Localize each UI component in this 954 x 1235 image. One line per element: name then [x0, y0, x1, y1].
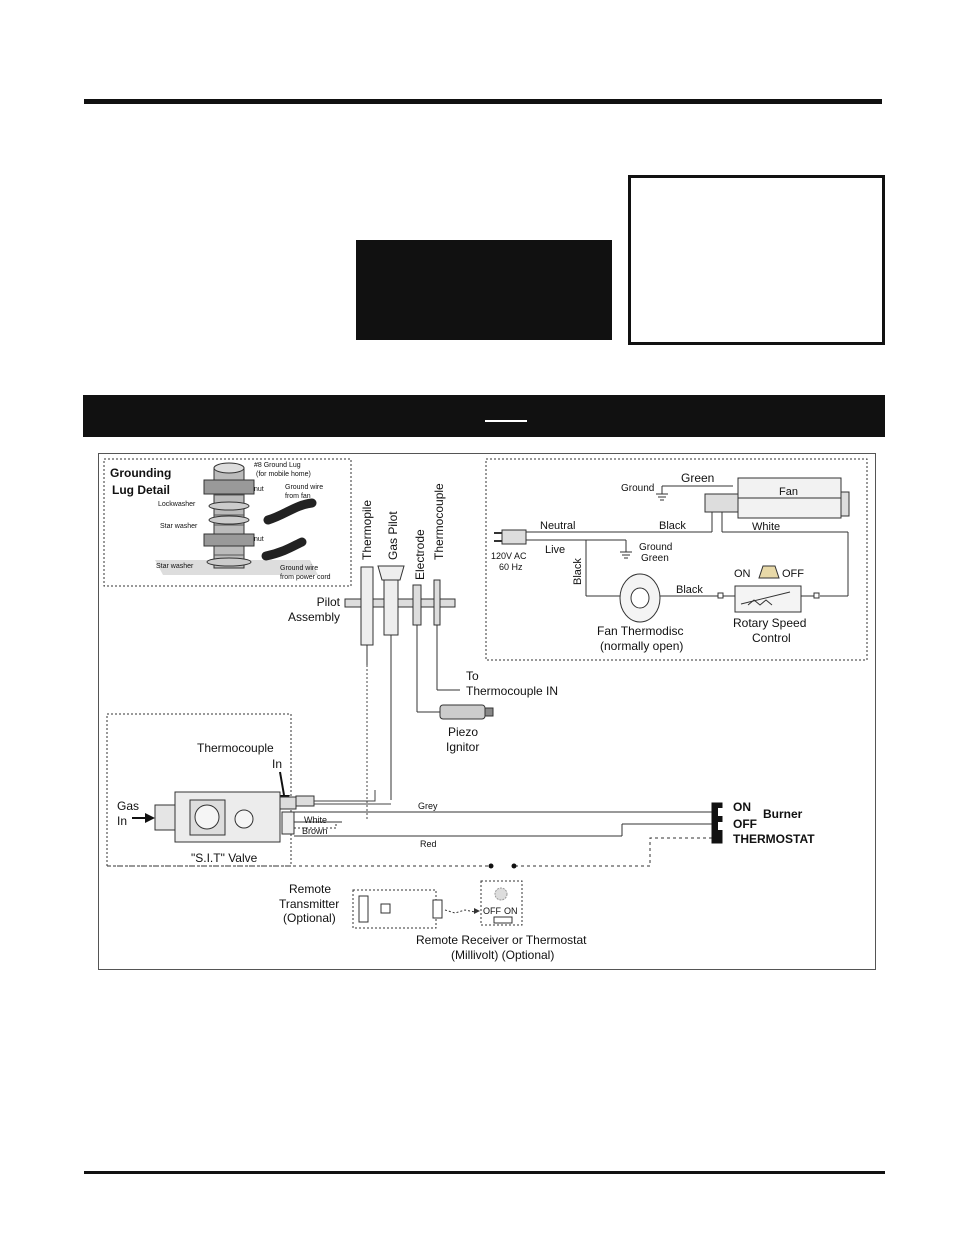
footer-rule — [84, 1171, 885, 1174]
rotary-speed-control — [734, 585, 802, 613]
gas-pilot — [383, 579, 399, 636]
valve-pilot-knob-icon — [234, 809, 254, 829]
pilot-assembly: Thermopile Gas Pilot Electrode Thermocou… — [288, 483, 558, 800]
sit-valve: Thermocouple In Gas In "S.I.T" Valve — [106, 713, 315, 867]
pilot-assembly-label-2: Assembly — [288, 610, 340, 624]
tc-in-label-1: Thermocouple — [197, 741, 274, 755]
grounding-lug-detail: Grounding Lug Detail #8 Ground Lug (for … — [103, 458, 352, 587]
fan-wiring: Green Ground Fan 120V AC 60 Hz Neutral B… — [485, 458, 868, 661]
star-washer-label-1: Star washer — [160, 523, 198, 530]
receiver-label-2: (Millivolt) (Optional) — [451, 948, 554, 962]
pilot-bracket — [344, 598, 456, 608]
electrode-label: Electrode — [413, 529, 427, 580]
red-label: Red — [420, 839, 437, 849]
thermopile-label: Thermopile — [360, 500, 374, 560]
nut-label-mid: nut — [254, 536, 264, 543]
live-label: Live — [545, 544, 565, 556]
valve-box — [106, 713, 292, 867]
wire-fan-label-2: from fan — [285, 493, 311, 500]
speed-on-label: ON — [734, 568, 751, 580]
ground-wire-cord — [261, 537, 307, 561]
switch-thermostat-label: THERMOSTAT — [733, 832, 815, 846]
switch-off-label: OFF — [733, 817, 757, 831]
white-label: White — [752, 521, 780, 533]
middle-nut — [203, 533, 255, 547]
remote-receiver — [480, 880, 523, 926]
grounding-title-1: Grounding — [110, 466, 171, 480]
receiver-off-label: OFF — [483, 906, 501, 916]
speed-off-label: OFF — [782, 568, 804, 580]
electrode — [412, 584, 422, 626]
fan-label: Fan — [779, 486, 798, 498]
black-top-label: Black — [659, 520, 686, 532]
top-nut — [203, 479, 255, 495]
thermocouple-label: Thermocouple — [432, 483, 446, 560]
lug-label-2: (for mobile home) — [256, 471, 311, 478]
ground-mid-label: Ground — [639, 542, 672, 553]
piezo-label-1: Piezo — [448, 725, 478, 739]
black-mid-label: Black — [676, 584, 703, 596]
speed-knob-icon — [758, 565, 780, 579]
note-box — [628, 175, 885, 345]
black-vertical-label: Black — [572, 558, 584, 585]
wire-fan-label-1: Ground wire — [285, 484, 323, 491]
power-plug — [501, 529, 527, 545]
valve-name-label: "S.I.T" Valve — [191, 851, 258, 865]
transmitter-label-1: Remote — [289, 882, 331, 896]
wire-cord-label-2: from power cord — [280, 574, 331, 581]
piezo-ignitor — [439, 704, 486, 720]
thermodisc-label-2: (normally open) — [600, 639, 683, 653]
nut-label-top: nut — [254, 486, 264, 493]
switch-burner-label: Burner — [763, 807, 803, 821]
speed-label-1: Rotary Speed — [733, 616, 806, 630]
power-label-2: 60 Hz — [499, 562, 523, 572]
transmitter-label-3: (Optional) — [283, 911, 336, 925]
white-label: White — [304, 815, 327, 825]
lug-label-1: #8 Ground Lug — [254, 462, 301, 469]
transmitter-label-2: Transmitter — [279, 897, 339, 911]
lockwasher-label: Lockwasher — [158, 501, 196, 508]
gas-in-label-2: In — [117, 814, 127, 828]
pilot-assembly-label-1: Pilot — [317, 595, 341, 609]
banner-underline — [485, 420, 527, 422]
thermocouple-probe — [433, 579, 441, 626]
wiring-diagram-frame — [98, 453, 876, 970]
speed-label-2: Control — [752, 631, 791, 645]
fan-motor — [704, 493, 739, 513]
grey-label: Grey — [418, 801, 438, 811]
warning-block — [356, 240, 612, 340]
receiver-label-1: Remote Receiver or Thermostat — [416, 933, 587, 947]
remote-section: Remote Transmitter (Optional) OFF ON Rem… — [279, 880, 587, 962]
gas-in-label-1: Gas — [117, 799, 139, 813]
thermopile — [360, 566, 374, 646]
switch-on-label: ON — [733, 800, 751, 814]
burner-switch: ON Burner OFF THERMOSTAT — [711, 800, 815, 846]
tc-in-label-2: In — [272, 757, 282, 771]
power-label-1: 120V AC — [491, 551, 527, 561]
header-rule — [84, 99, 882, 104]
brown-label: Brown — [302, 826, 328, 836]
piezo-label-2: Ignitor — [446, 740, 479, 754]
section-banner — [83, 395, 885, 437]
star-washer-label-2: Star washer — [156, 563, 194, 570]
receiver-slider[interactable] — [493, 916, 513, 924]
wire-cord-label-1: Ground wire — [280, 565, 318, 572]
valve-knob-icon — [194, 804, 220, 830]
ground-wire-fan — [263, 498, 317, 525]
to-thermocouple-label-2: Thermocouple IN — [466, 684, 558, 698]
valve-wiring: Grey White Brown Red — [107, 665, 712, 869]
to-thermocouple-label-1: To — [466, 669, 479, 683]
grounding-title-2: Lug Detail — [112, 483, 170, 497]
receiver-on-label: ON — [504, 906, 518, 916]
thermodisc-label-1: Fan Thermodisc — [597, 624, 683, 638]
transmitter-button[interactable] — [380, 903, 391, 914]
neutral-label: Neutral — [540, 520, 575, 532]
fan-wiring-box — [485, 458, 868, 661]
gas-pilot-label: Gas Pilot — [386, 511, 400, 560]
green-top-label: Green — [681, 471, 714, 485]
green-mid-label: Green — [641, 553, 669, 564]
ground-top-label: Ground — [621, 483, 654, 494]
